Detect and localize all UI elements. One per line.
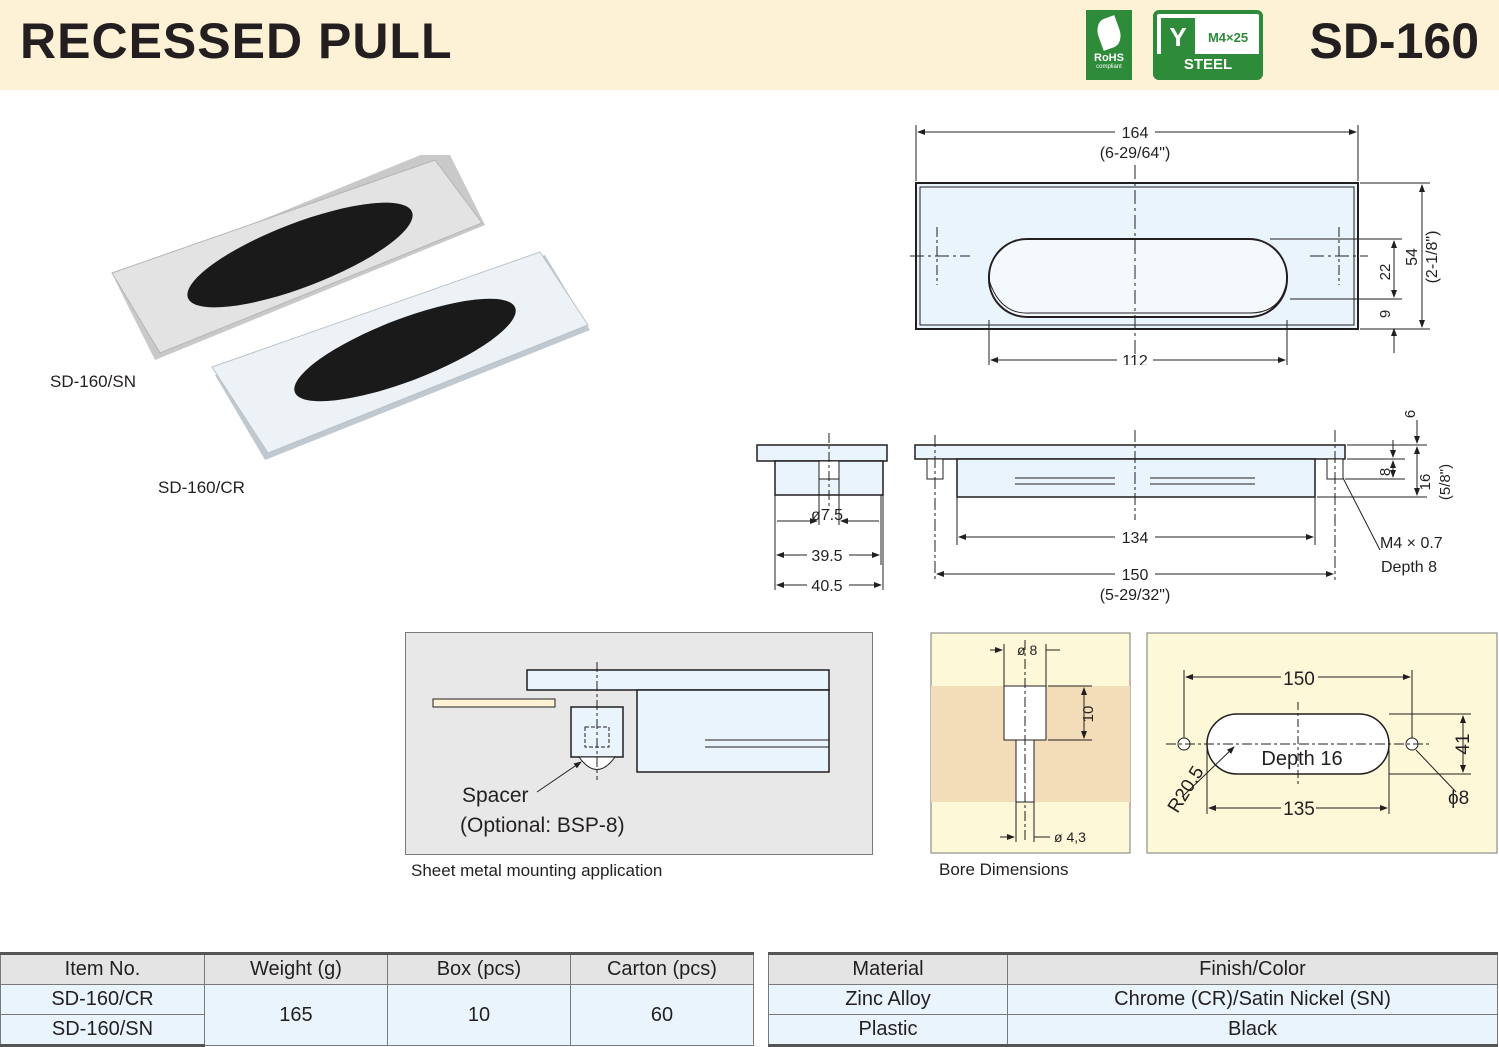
material-plastic: Plastic [768,1014,1008,1047]
dim-134: 134 [1122,530,1149,547]
spacer-label: Spacer [462,784,529,807]
header-finish: Finish/Color [1007,952,1498,985]
box-value: 10 [387,984,571,1046]
cutout-hole: ϕ8 [1448,788,1469,809]
item-sn: SD-160/SN [0,1014,205,1047]
screw-spec: M4×25 [1207,30,1249,45]
carton-value: 60 [569,984,755,1046]
page-title: RECESSED PULL [20,13,453,69]
header-material: Material [768,952,1008,985]
thread-depth: Depth 8 [1381,559,1437,576]
dim-22: 22 [1377,264,1394,281]
dim-150: 150 [1122,567,1149,584]
bore-caption: Bore Dimensions [939,860,1069,879]
dim-9: 9 [1377,310,1394,318]
bore-dia-bottom: ø 4,3 [1054,829,1086,845]
rohs-label: RoHS [1094,52,1124,64]
finish-zinc: Chrome (CR)/Satin Nickel (SN) [1007,984,1498,1015]
side-body [956,458,1316,498]
header-weight: Weight (g) [203,952,389,985]
dim-54-in: (2-1/8") [1424,231,1441,284]
dim-164: 164 [1122,125,1149,142]
header-item-no: Item No. [0,952,205,985]
item-table: Item No. Weight (g) Box (pcs) Carton (pc… [0,952,755,1047]
dim-40-5: 40.5 [811,578,842,595]
leaf-icon [1093,15,1125,51]
model-number: SD-160 [1309,13,1479,69]
dim-6: 6 [1402,410,1419,418]
material-zinc: Zinc Alloy [768,984,1008,1015]
cutout-pitch: 150 [1283,669,1315,690]
side-flange [914,444,1346,460]
cr-label: SD-160/CR [158,478,245,497]
header-box: Box (pcs) [387,952,571,985]
spacer-optional: (Optional: BSP-8) [460,814,625,837]
header-bar: RECESSED PULL RoHS compliant Y M4×25 STE… [0,0,1499,90]
side-view-drawing: 134 150 (5-29/32") 6 8 16 (5/8") M4 × 0.… [914,410,1454,604]
dim-54: 54 [1404,248,1421,266]
bore-depth: 10 [1080,706,1097,723]
weight-value: 165 [203,984,389,1046]
end-view-drawing: ø7.5 39.5 40.5 [756,433,888,595]
handle-outline [988,238,1288,318]
dim-112: 112 [1122,353,1148,365]
cutout-drawing: 150 41 135 R20.5 ϕ8 Depth 16 [1146,632,1498,854]
handle-shadow [988,279,1288,314]
dim-16-in: (5/8") [1437,464,1454,500]
thread-spec: M4 × 0.7 [1380,535,1443,552]
end-flange [756,444,888,462]
item-cr: SD-160/CR [0,984,205,1015]
dim-16: 16 [1417,474,1434,491]
rohs-badge: RoHS compliant [1086,10,1132,80]
cutout-height: 41 [1453,733,1474,754]
screw-material: STEEL [1157,54,1259,76]
cutout-length: 135 [1283,799,1315,820]
header-carton: Carton (pcs) [569,952,755,985]
cr-recess [294,298,516,402]
dim-150-in: (5-29/32") [1100,587,1171,604]
rohs-sub-label: compliant [1096,64,1122,70]
sheet-metal-caption: Sheet metal mounting application [411,861,663,880]
finish-plastic: Black [1007,1014,1498,1047]
sn-recess [187,202,413,308]
bore-dia-top: ø 8 [1017,642,1037,658]
material-table: Material Finish/Color Zinc Alloy Chrome … [768,952,1498,1047]
dim-bore: ø7.5 [811,507,843,524]
sn-label: SD-160/SN [50,372,136,391]
dim-164-in: (6-29/64") [1100,145,1171,162]
sheet-metal-drawing: Spacer (Optional: BSP-8) [432,662,830,837]
screw-icon: Y [1161,18,1195,56]
screw-spec-badge: Y M4×25 STEEL [1153,10,1263,80]
cutout-depth: Depth 16 [1261,748,1342,770]
top-view-drawing: 164 (6-29/64") 54 (2-1/8") 22 9 112 [910,125,1441,365]
dim-39-5: 39.5 [811,548,842,565]
product-photo [111,155,590,460]
dim-8: 8 [1377,468,1394,476]
bore-drawing: ø 8 10 ø 4,3 [930,632,1131,854]
